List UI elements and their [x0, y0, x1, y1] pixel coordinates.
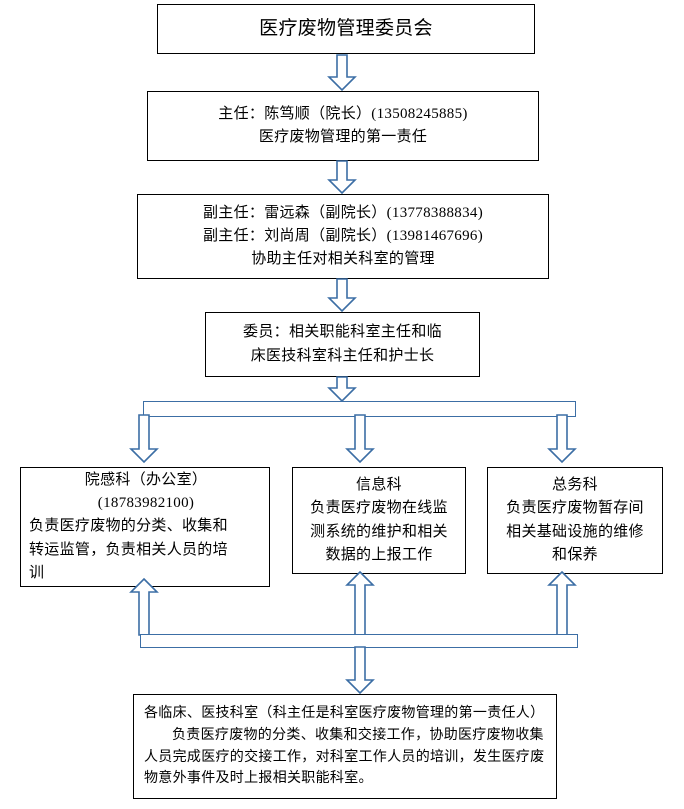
arrow-general-affairs-to-collector	[547, 570, 577, 636]
node-deputy-line-3: 协助主任对相关科室的管理	[251, 251, 435, 268]
node-infection-control-line-3: 负责医疗废物的分类、收集和	[29, 518, 228, 535]
node-deputy-line-2: 副主任：刘尚周（副院长）(13981467696)	[203, 227, 483, 244]
arrow-infection-control-to-collector	[129, 577, 159, 636]
node-infection-control-line-2: (18783982100)	[97, 495, 195, 512]
arrow-committee-to-director	[327, 54, 357, 92]
node-director: 主任：陈笃顺（院长）(13508245885) 医疗废物管理的第一责任	[147, 91, 539, 161]
node-information-dept: 信息科 负责医疗废物在线监 测系统的维护和相关 数据的上报工作	[292, 467, 466, 574]
node-committee-line-1: 医疗废物管理委员会	[259, 18, 433, 40]
collector-bar	[140, 634, 578, 648]
arrow-deputy-to-members	[327, 278, 357, 313]
node-clinical-depts-line-1: 各临床、医技科室（科主任是科室医疗废物管理的第一责任人）	[144, 706, 545, 722]
node-clinical-depts-line-2: 负责医疗废物的分类、收集和交接工作，协助医疗废物收集	[172, 727, 544, 743]
arrow-collector-to-clinical-depts	[345, 646, 375, 695]
node-infection-control-line-5: 训	[29, 564, 45, 581]
node-clinical-depts: 各临床、医技科室（科主任是科室医疗废物管理的第一责任人） 负责医疗废物的分类、收…	[133, 694, 557, 799]
node-information-dept-line-4: 数据的上报工作	[325, 546, 433, 563]
node-deputy-line-1: 副主任：雷远森（副院长）(13778388834)	[203, 204, 483, 221]
node-information-dept-line-3: 测系统的维护和相关	[310, 523, 448, 540]
node-information-dept-line-2: 负责医疗废物在线监	[310, 500, 448, 517]
node-general-affairs: 总务科 负责医疗废物暂存间 相关基础设施的维修 和保养	[487, 467, 663, 574]
node-director-line-2: 医疗废物管理的第一责任	[258, 129, 428, 145]
arrow-distributor-to-information-dept	[345, 414, 375, 464]
node-members-line-1: 委员：相关职能科室主任和临	[243, 324, 442, 341]
arrow-director-to-deputy	[327, 160, 357, 195]
node-general-affairs-line-2: 负责医疗废物暂存间	[506, 500, 644, 517]
node-infection-control-line-1: 院感科（办公室）	[84, 471, 208, 488]
node-members-line-2: 床医技科室科主任和护士长	[250, 347, 435, 364]
node-committee: 医疗废物管理委员会	[157, 4, 535, 54]
arrow-members-to-distributor	[327, 376, 357, 403]
node-clinical-depts-line-4: 物意外事件及时上报相关职能科室。	[144, 771, 373, 787]
node-information-dept-line-1: 信息科	[356, 477, 402, 493]
node-clinical-depts-line-3: 人员完成医疗的交接工作，对科室工作人员的培训，发生医疗废	[144, 749, 545, 765]
node-deputy-directors: 副主任：雷远森（副院长）(13778388834) 副主任：刘尚周（副院长）(1…	[137, 194, 549, 279]
node-infection-control: 院感科（办公室） (18783982100) 负责医疗废物的分类、收集和 转运监…	[20, 467, 270, 587]
node-director-line-1: 主任：陈笃顺（院长）(13508245885)	[218, 105, 468, 122]
node-general-affairs-line-4: 和保养	[552, 546, 598, 563]
node-infection-control-line-4: 转运监管，负责相关人员的培	[29, 541, 228, 558]
node-general-affairs-line-3: 相关基础设施的维修	[506, 523, 644, 540]
arrow-information-dept-to-collector	[345, 570, 375, 636]
arrow-distributor-to-infection-control	[129, 414, 159, 464]
node-members: 委员：相关职能科室主任和临 床医技科室科主任和护士长	[205, 312, 480, 377]
arrow-distributor-to-general-affairs	[547, 414, 577, 464]
node-general-affairs-line-1: 总务科	[552, 477, 598, 493]
